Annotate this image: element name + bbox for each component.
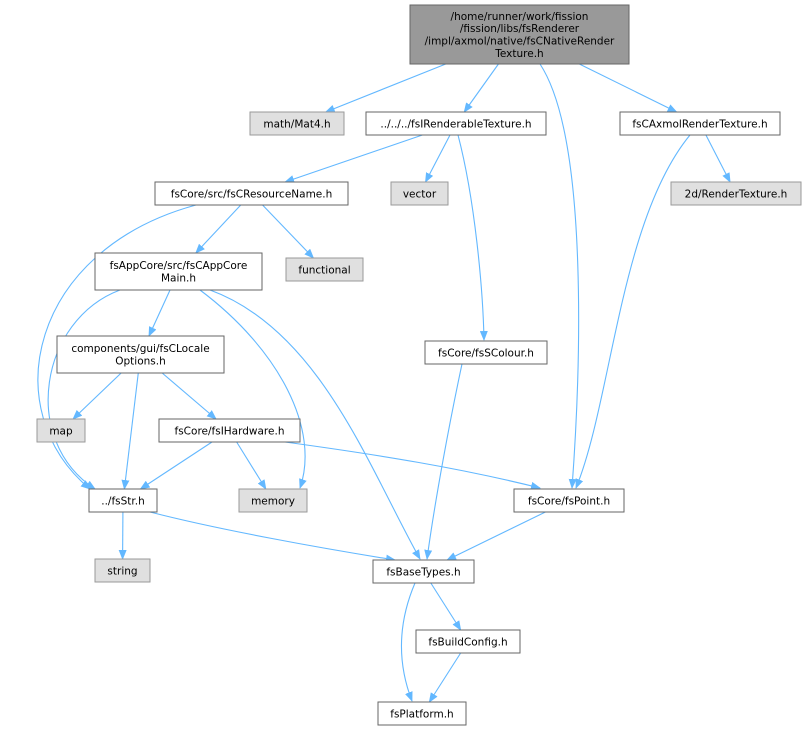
node-box-caxmol xyxy=(619,111,781,136)
edge-appcore-to-basetypes xyxy=(209,289,421,560)
node-box-vector xyxy=(390,181,449,206)
node-label-buildconfig: fsBuildConfig.h xyxy=(428,636,507,648)
node-box-str xyxy=(88,488,158,513)
edge-locale-to-str xyxy=(121,372,139,490)
edge-buildconfig-to-platform xyxy=(428,652,462,703)
node-box-platform xyxy=(377,701,467,726)
edge-str-to-basetypes xyxy=(149,511,396,563)
node-rendertex: 2d/RenderTexture.h xyxy=(670,181,802,206)
node-label-platform: fsPlatform.h xyxy=(390,708,453,720)
node-label-point: fsCore/fsPoint.h xyxy=(528,495,610,507)
node-mat4: math/Mat4.h xyxy=(249,111,345,136)
edge-caxmol-to-point xyxy=(575,134,691,489)
edge-appcore-to-memory xyxy=(199,289,307,489)
edge-locale-to-ihardware xyxy=(161,372,217,420)
edge-point-to-basetypes xyxy=(446,511,546,561)
node-box-map xyxy=(36,418,86,443)
node-label-locale: Options.h xyxy=(115,355,166,367)
node-box-locale xyxy=(56,335,225,374)
node-box-point xyxy=(513,488,625,513)
node-vector: vector xyxy=(390,181,449,206)
node-basetypes[interactable]: fsBaseTypes.h xyxy=(372,559,475,584)
edge-root-to-point xyxy=(539,63,580,489)
node-label-caxmol: fsCAxmolRenderTexture.h xyxy=(632,118,767,130)
edge-basetypes-to-platform xyxy=(400,582,416,702)
node-label-mat4: math/Mat4.h xyxy=(263,118,330,130)
edges-layer xyxy=(37,63,731,703)
node-box-root xyxy=(409,4,630,65)
node-label-str: ../fsStr.h xyxy=(101,495,145,507)
node-box-resname xyxy=(154,181,349,206)
node-root[interactable]: /home/runner/work/fission/fission/libs/f… xyxy=(409,4,630,65)
node-str[interactable]: ../fsStr.h xyxy=(88,488,158,513)
node-resname[interactable]: fsCore/src/fsCResourceName.h xyxy=(154,181,349,206)
node-label-ihardware: fsCore/fsIHardware.h xyxy=(175,425,285,437)
edge-appcore-to-locale xyxy=(148,289,171,337)
edge-irenderable-to-scolour xyxy=(457,134,488,341)
node-scolour[interactable]: fsCore/fsSColour.h xyxy=(424,340,548,365)
edge-ihardware-to-str xyxy=(139,441,213,490)
node-label-irenderable: ../../../fsIRenderableTexture.h xyxy=(380,118,531,130)
node-ihardware[interactable]: fsCore/fsIHardware.h xyxy=(158,418,301,443)
node-buildconfig[interactable]: fsBuildConfig.h xyxy=(415,629,521,654)
edge-resname-to-str xyxy=(37,204,197,490)
edge-locale-to-map xyxy=(72,372,122,420)
node-point[interactable]: fsCore/fsPoint.h xyxy=(513,488,625,513)
node-label-root: /home/runner/work/fission xyxy=(451,11,589,23)
edge-scolour-to-basetypes xyxy=(424,363,463,560)
node-box-buildconfig xyxy=(415,629,521,654)
node-label-resname: fsCore/src/fsCResourceName.h xyxy=(171,188,333,200)
node-box-rendertex xyxy=(670,181,802,206)
edge-irenderable-to-vector xyxy=(425,134,451,183)
edge-root-to-mat4 xyxy=(324,63,446,113)
node-label-root: /fission/libs/fsRenderer xyxy=(460,23,580,35)
node-box-basetypes xyxy=(372,559,475,584)
edge-resname-to-appcore xyxy=(195,204,242,254)
node-box-scolour xyxy=(424,340,548,365)
edge-root-to-irenderable xyxy=(463,63,499,113)
node-label-appcore: fsAppCore/src/fsCAppCore xyxy=(110,260,248,272)
edge-basetypes-to-buildconfig xyxy=(430,582,462,631)
node-string: string xyxy=(94,558,151,583)
node-box-functional xyxy=(285,257,364,282)
node-box-string xyxy=(94,558,151,583)
nodes-layer: /home/runner/work/fission/fission/libs/f… xyxy=(36,4,802,726)
node-functional: functional xyxy=(285,257,364,282)
edge-root-to-caxmol xyxy=(579,63,678,113)
node-box-appcore xyxy=(94,252,263,291)
node-caxmol[interactable]: fsCAxmolRenderTexture.h xyxy=(619,111,781,136)
edge-resname-to-functional xyxy=(262,204,315,259)
node-label-map: map xyxy=(49,425,73,437)
node-label-memory: memory xyxy=(251,495,295,507)
node-platform[interactable]: fsPlatform.h xyxy=(377,701,467,726)
edge-appcore-to-str xyxy=(47,289,121,490)
node-label-basetypes: fsBaseTypes.h xyxy=(386,566,460,578)
node-memory: memory xyxy=(238,488,308,513)
node-label-root: Texture.h xyxy=(494,48,543,60)
node-box-irenderable xyxy=(365,111,547,136)
edge-ihardware-to-memory xyxy=(236,441,267,490)
node-box-ihardware xyxy=(158,418,301,443)
node-map: map xyxy=(36,418,86,443)
edge-ihardware-to-point xyxy=(284,441,541,490)
node-label-string: string xyxy=(107,565,137,577)
node-box-memory xyxy=(238,488,308,513)
node-label-root: /impl/axmol/native/fsCNativeRender xyxy=(425,35,615,47)
node-label-scolour: fsCore/fsSColour.h xyxy=(438,347,534,359)
edge-irenderable-to-resname xyxy=(284,134,423,183)
node-box-mat4 xyxy=(249,111,345,136)
node-label-functional: functional xyxy=(298,264,350,276)
node-label-rendertex: 2d/RenderTexture.h xyxy=(685,188,788,200)
node-label-locale: components/gui/fsCLocale xyxy=(71,343,209,355)
edge-caxmol-to-rendertex xyxy=(705,134,731,183)
node-irenderable[interactable]: ../../../fsIRenderableTexture.h xyxy=(365,111,547,136)
node-label-vector: vector xyxy=(403,188,437,200)
node-label-appcore: Main.h xyxy=(161,272,196,284)
